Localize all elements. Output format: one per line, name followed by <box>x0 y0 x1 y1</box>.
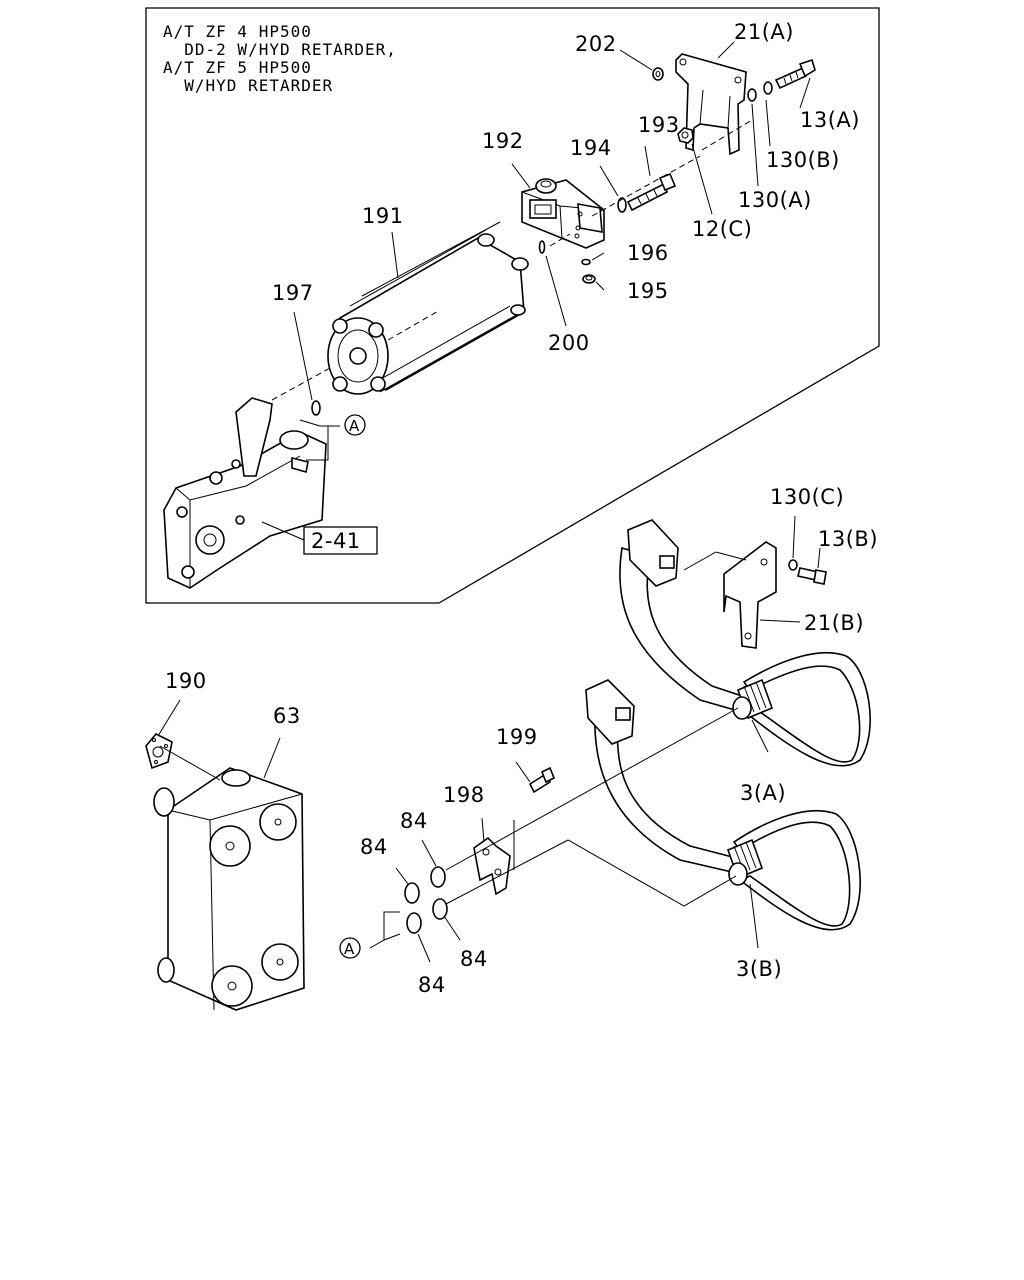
note-line-3: A/T ZF 5 HP500 <box>163 58 312 77</box>
part-3a-tube <box>619 519 871 767</box>
applicability-note: A/T ZF 4 HP500 DD-2 W/HYD RETARDER, A/T … <box>163 22 397 95</box>
label-197: 197 <box>272 281 314 305</box>
label-202: 202 <box>575 32 617 56</box>
part-194-washer <box>617 197 627 213</box>
label-21b: 21(B) <box>804 611 864 635</box>
label-130c: 130(C) <box>770 485 844 509</box>
part-130a-washer <box>747 88 757 102</box>
label-130b: 130(B) <box>766 148 840 172</box>
label-2-41: 2-41 <box>311 529 361 553</box>
part-13a-bolt <box>774 58 816 90</box>
note-line-1: A/T ZF 4 HP500 <box>163 22 312 41</box>
inset-frame <box>145 7 880 604</box>
label-193: 193 <box>638 113 680 137</box>
label-84-right: 84 <box>460 947 488 971</box>
part-202-washer <box>652 67 664 81</box>
part-labels: 202 21(A) 13(A) 130(B) 130(A) 12(C) 192 … <box>165 20 878 997</box>
label-195: 195 <box>627 279 669 303</box>
label-circle-a-upper: A <box>349 417 360 435</box>
part-84-orings <box>404 866 448 934</box>
label-200: 200 <box>548 331 590 355</box>
label-192: 192 <box>482 129 524 153</box>
label-190: 190 <box>165 669 207 693</box>
part-63-oil-cooler <box>153 767 305 1011</box>
note-line-2: DD-2 W/HYD RETARDER, <box>163 40 397 59</box>
part-21a-bracket <box>675 53 747 156</box>
label-21a: 21(A) <box>734 20 794 44</box>
part-197-oring <box>311 400 321 416</box>
part-13b-bolt <box>797 567 827 585</box>
part-130c-washer <box>788 559 798 571</box>
ref-circle-a-upper <box>344 414 366 436</box>
part-191-filter <box>327 221 529 395</box>
label-130a: 130(A) <box>738 188 812 212</box>
ref-box-2-41 <box>303 526 378 555</box>
label-194: 194 <box>570 136 612 160</box>
label-196: 196 <box>627 241 669 265</box>
label-191: 191 <box>362 204 404 228</box>
label-84-bottom: 84 <box>418 973 446 997</box>
part-192-solenoid <box>521 178 605 249</box>
label-3a: 3(A) <box>740 781 786 805</box>
label-84-top: 84 <box>400 809 428 833</box>
label-63: 63 <box>273 704 301 728</box>
leader-lines <box>157 41 821 963</box>
part-195-plug <box>582 274 596 284</box>
label-199: 199 <box>496 725 538 749</box>
part-130b-washer <box>763 81 773 95</box>
note-line-4: W/HYD RETARDER <box>163 76 333 95</box>
part-12c-nut <box>677 127 694 144</box>
label-198: 198 <box>443 783 485 807</box>
label-84-left: 84 <box>360 835 388 859</box>
part-21b-bracket <box>723 541 777 649</box>
label-3b: 3(B) <box>736 957 782 981</box>
part-193-bolt <box>626 172 677 212</box>
label-12c: 12(C) <box>692 217 752 241</box>
part-199-bolt <box>528 766 556 794</box>
retarder-housing <box>163 397 327 589</box>
label-13b: 13(B) <box>818 527 878 551</box>
label-circle-a-lower: A <box>344 940 355 958</box>
part-196-oring <box>581 258 591 266</box>
part-198-flange <box>473 836 511 896</box>
part-200-oring <box>538 240 546 254</box>
label-13a: 13(A) <box>800 108 860 132</box>
ref-circle-a-lower <box>339 937 361 959</box>
part-3b-tube <box>585 679 861 931</box>
